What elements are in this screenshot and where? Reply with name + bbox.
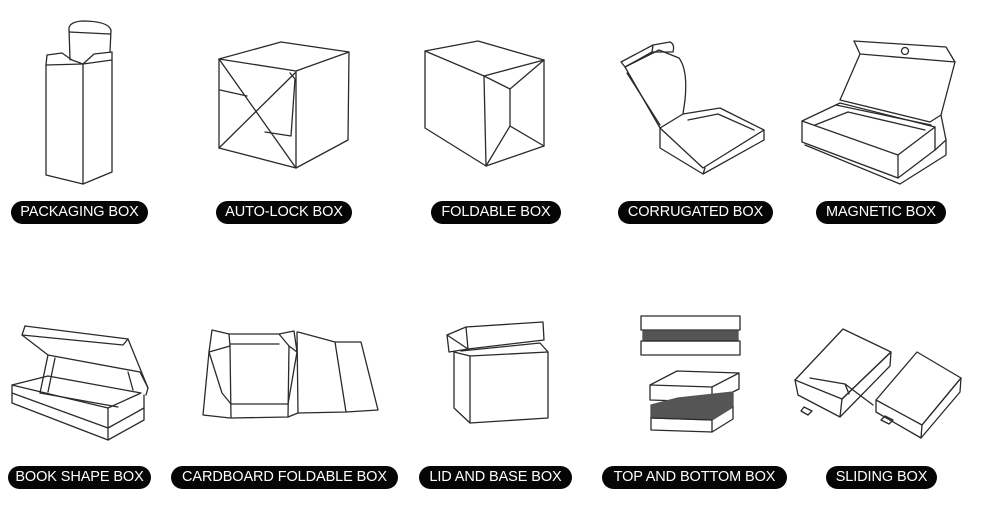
label-lid-and-base-box: LID AND BASE BOX	[419, 466, 572, 489]
label-corrugated-box: CORRUGATED BOX	[618, 201, 773, 224]
label-cardboard-foldable-box: CARDBOARD FOLDABLE BOX	[171, 466, 398, 489]
corrugated-box-illustration	[620, 41, 765, 175]
foldable-box-illustration	[424, 40, 545, 167]
packaging-box-illustration	[45, 20, 113, 185]
label-book-shape-box: BOOK SHAPE BOX	[8, 466, 151, 489]
auto-lock-box-illustration	[218, 41, 350, 169]
book-shape-box-illustration	[11, 325, 149, 441]
magnetic-box-illustration	[801, 40, 956, 185]
label-packaging-box: PACKAGING BOX	[11, 201, 148, 224]
label-foldable-box: FOLDABLE BOX	[431, 201, 561, 224]
lid-and-base-box-illustration	[446, 321, 549, 424]
label-sliding-box: SLIDING BOX	[826, 466, 937, 489]
label-top-and-bottom-box: TOP AND BOTTOM BOX	[602, 466, 787, 489]
label-magnetic-box: MAGNETIC BOX	[816, 201, 946, 224]
cardboard-foldable-box-illustration	[202, 329, 379, 419]
label-auto-lock-box: AUTO-LOCK BOX	[216, 201, 352, 224]
top-and-bottom-box-illustration	[640, 315, 741, 433]
sliding-box-illustration	[794, 328, 962, 439]
